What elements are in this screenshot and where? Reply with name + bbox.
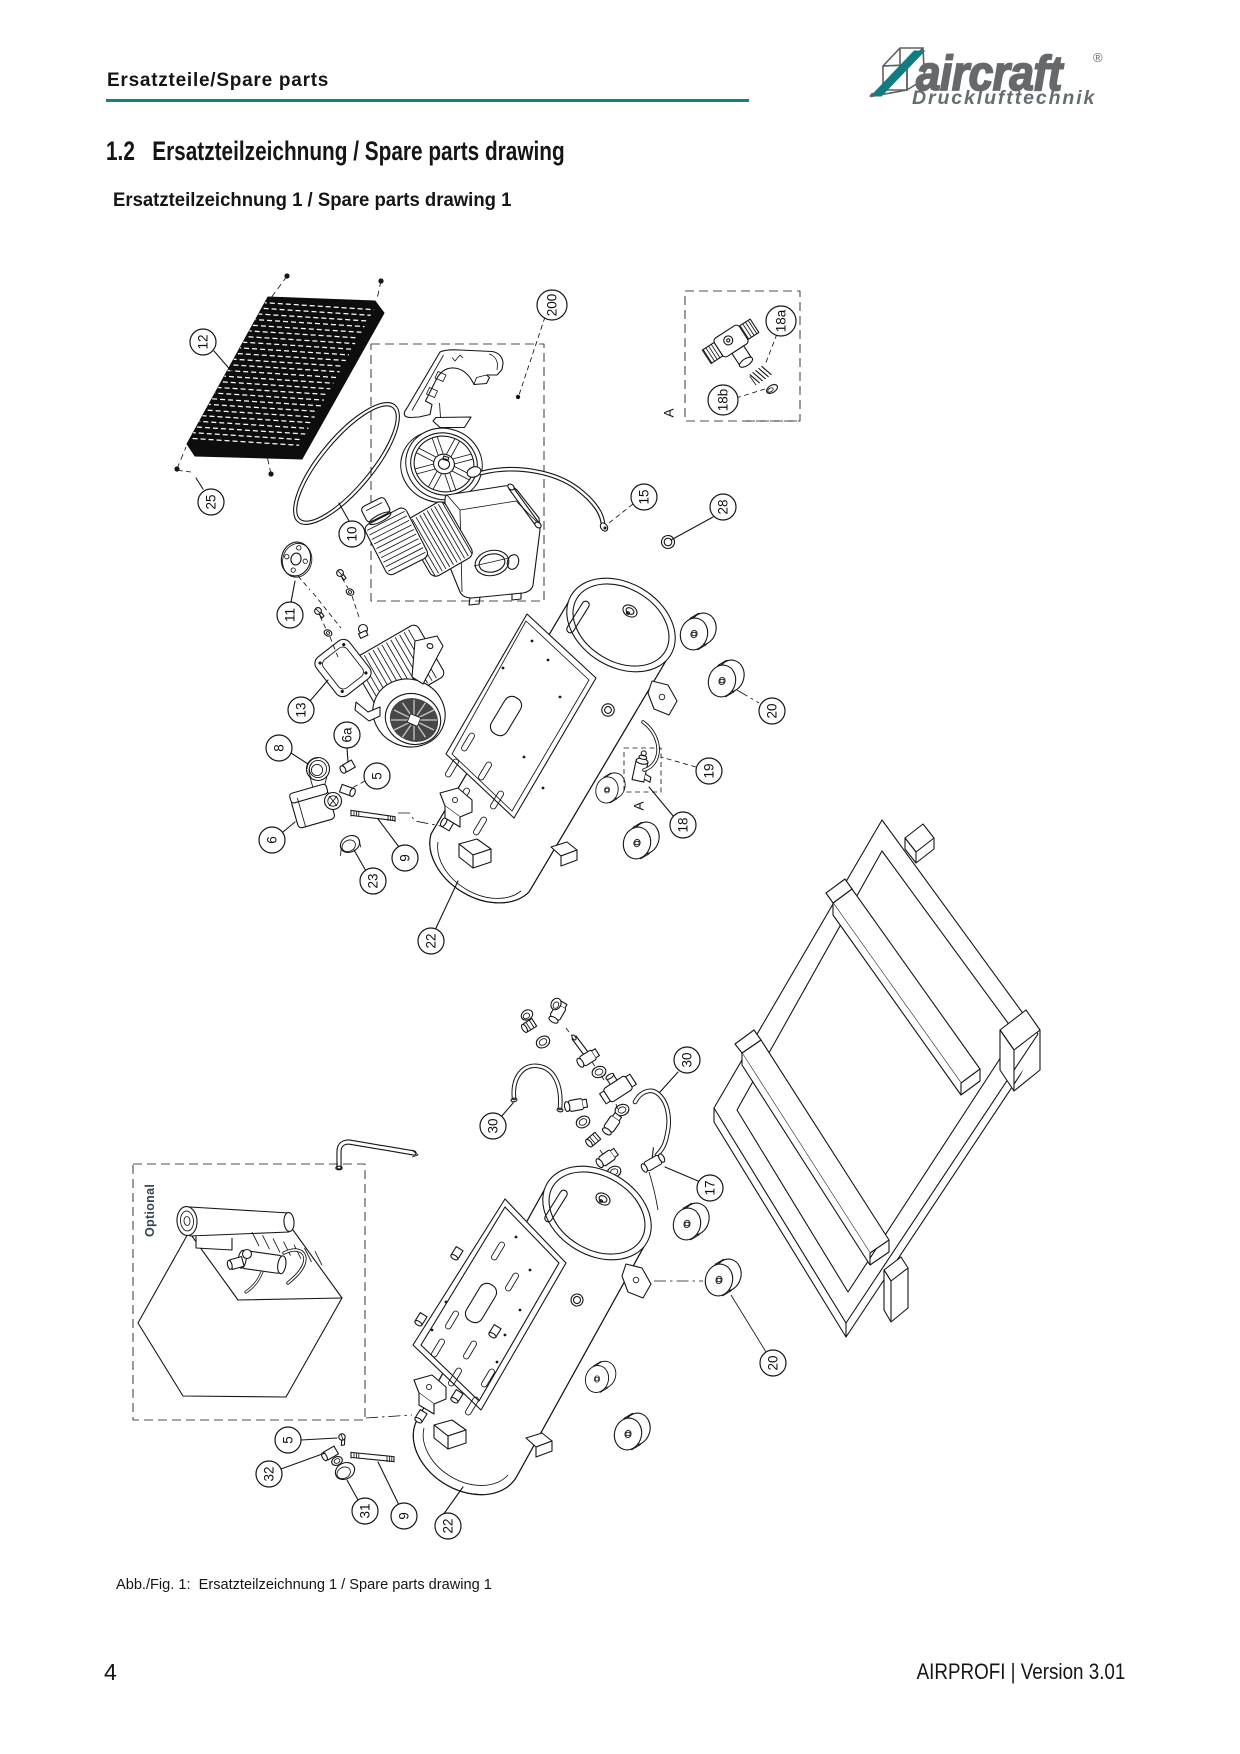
svg-text:17: 17: [703, 1180, 718, 1195]
svg-text:5: 5: [370, 772, 385, 780]
svg-text:10: 10: [345, 526, 360, 541]
svg-text:30: 30: [486, 1118, 501, 1133]
svg-text:15: 15: [637, 489, 652, 504]
svg-text:8: 8: [272, 744, 287, 752]
svg-text:Optional: Optional: [143, 1184, 157, 1237]
svg-text:9: 9: [398, 854, 413, 862]
svg-text:22: 22: [441, 1518, 456, 1533]
svg-text:18: 18: [676, 817, 691, 832]
svg-text:32: 32: [262, 1466, 277, 1481]
svg-text:200: 200: [545, 294, 560, 317]
svg-text:A: A: [632, 801, 647, 810]
svg-text:31: 31: [358, 1503, 373, 1518]
svg-text:13: 13: [294, 702, 309, 717]
svg-text:19: 19: [702, 763, 717, 778]
svg-text:6: 6: [265, 836, 280, 844]
svg-text:A: A: [662, 408, 677, 417]
svg-text:22: 22: [424, 933, 439, 948]
svg-text:9: 9: [397, 1512, 412, 1520]
svg-text:aircraft: aircraft: [916, 46, 1065, 101]
svg-text:5: 5: [281, 1436, 296, 1444]
svg-text:20: 20: [765, 703, 780, 718]
svg-text:6a: 6a: [340, 727, 355, 743]
svg-text:23: 23: [366, 873, 381, 888]
svg-text:®: ®: [1093, 50, 1103, 65]
svg-text:30: 30: [680, 1052, 695, 1067]
svg-text:20: 20: [766, 1355, 781, 1370]
svg-text:12: 12: [196, 334, 211, 349]
svg-text:28: 28: [716, 499, 731, 514]
svg-text:18a: 18a: [774, 309, 789, 332]
svg-text:18b: 18b: [716, 389, 731, 412]
svg-text:25: 25: [204, 494, 219, 509]
svg-text:11: 11: [283, 608, 298, 622]
svg-text:Drucklufttechnik: Drucklufttechnik: [912, 87, 1096, 109]
